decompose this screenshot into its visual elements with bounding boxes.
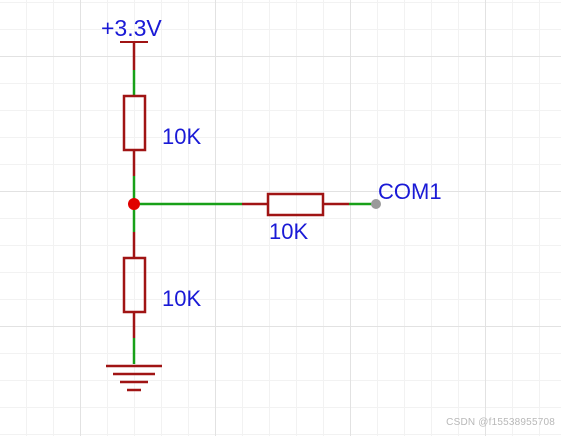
power-label: +3.3V bbox=[101, 15, 162, 41]
power-symbol[interactable] bbox=[120, 41, 148, 70]
watermark: CSDN @f15538955708 bbox=[446, 417, 555, 428]
resistor-r1[interactable] bbox=[122, 94, 147, 152]
junction-dot[interactable] bbox=[128, 198, 140, 210]
net-label-com1: COM1 bbox=[378, 179, 442, 204]
r3-value-label: 10K bbox=[269, 219, 309, 244]
r2-value-label: 10K bbox=[162, 286, 202, 311]
resistor-r3[interactable] bbox=[266, 192, 325, 217]
net-pin[interactable] bbox=[371, 199, 381, 209]
ground-symbol[interactable] bbox=[106, 364, 162, 392]
r1-value-label: 10K bbox=[162, 124, 202, 149]
resistor-r2[interactable] bbox=[122, 256, 147, 314]
